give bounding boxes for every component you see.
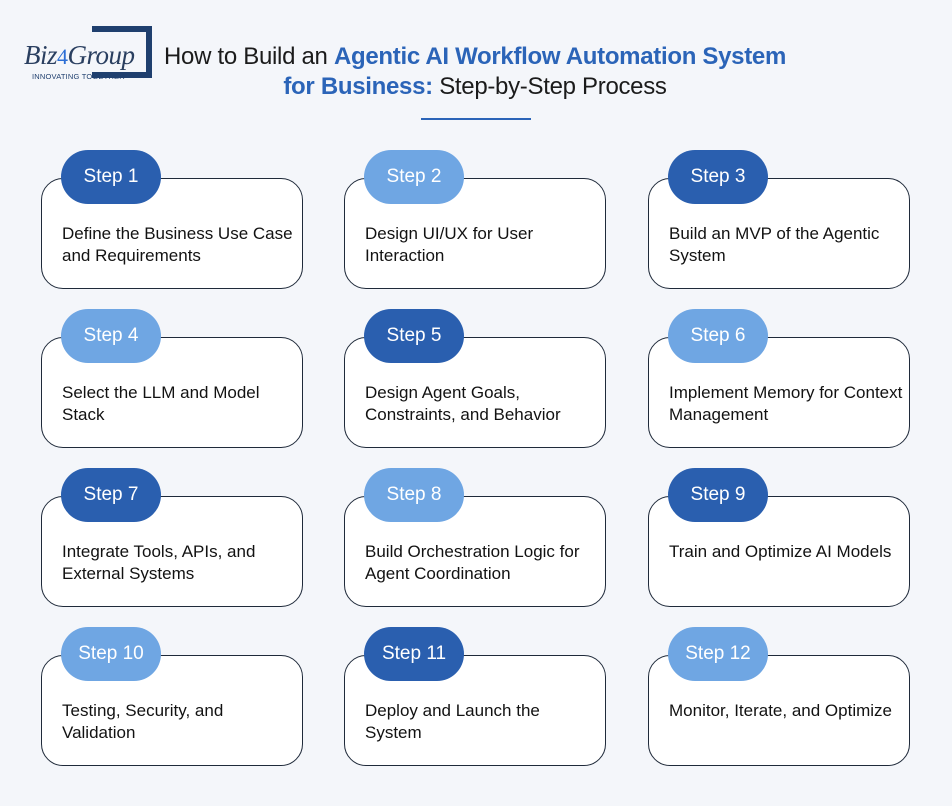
step-description: Select the LLM and Model Stack [62,383,260,424]
step-badge-1: Step 1 [61,150,161,204]
step-badge-6: Step 6 [668,309,768,363]
title-part2: Step-by-Step Process [432,73,667,100]
logo-wordmark: Biz4Group [24,40,135,71]
title-part1: How to Build an [163,43,334,70]
step-description: Design Agent Goals, Constraints, and Beh… [365,383,561,424]
step-card-11: Deploy and Launch the System [344,655,606,766]
step-card-10: Testing, Security, and Validation [41,655,303,766]
logo-brand-suffix: Group [67,40,136,70]
logo-tagline: INNOVATING TOGETHER [32,72,125,81]
step-card-3: Build an MVP of the Agentic System [648,178,910,289]
step-description: Monitor, Iterate, and Optimize [669,701,892,720]
step-description: Deploy and Launch the System [365,701,540,742]
step-badge-12: Step 12 [668,627,768,681]
step-badge-11: Step 11 [364,627,464,681]
step-description: Define the Business Use Case and Require… [62,224,293,265]
step-badge-10: Step 10 [61,627,161,681]
title-underline [421,118,531,120]
step-description: Testing, Security, and Validation [62,701,224,742]
step-description: Design UI/UX for User Interaction [365,224,534,265]
logo-brand-mark: 4 [57,44,68,69]
bizgroup-logo: Biz4Group INNOVATING TOGETHER [24,24,159,84]
logo-brand-prefix: Biz [24,40,58,70]
step-description: Train and Optimize AI Models [669,542,892,561]
step-badge-8: Step 8 [364,468,464,522]
step-description: Implement Memory for Context Management [669,383,903,424]
step-card-4: Select the LLM and Model Stack [41,337,303,448]
step-badge-4: Step 4 [61,309,161,363]
step-description: Build an MVP of the Agentic System [669,224,880,265]
logo-frame [92,26,152,78]
step-description: Build Orchestration Logic for Agent Coor… [365,542,580,583]
step-badge-9: Step 9 [668,468,768,522]
step-description: Integrate Tools, APIs, and External Syst… [62,542,256,583]
step-badge-2: Step 2 [364,150,464,204]
title-highlight: Agentic AI Workflow Automation System fo… [283,43,787,100]
step-badge-3: Step 3 [668,150,768,204]
step-badge-7: Step 7 [61,468,161,522]
page-title: How to Build an Agentic AI Workflow Auto… [150,42,800,102]
step-badge-5: Step 5 [364,309,464,363]
step-card-1: Define the Business Use Case and Require… [41,178,303,289]
